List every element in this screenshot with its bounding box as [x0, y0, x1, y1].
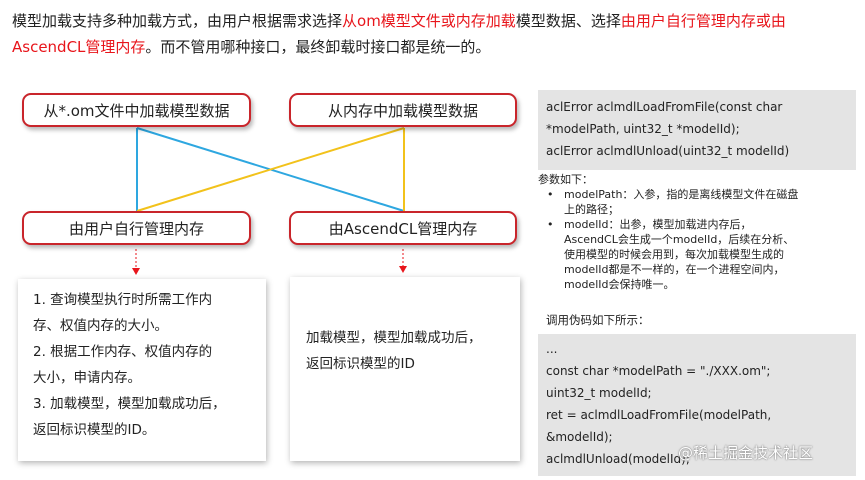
acl-step-line: 加载模型，模型加载成功后， [306, 330, 482, 346]
pseudo-code-line: &modelId); [546, 430, 613, 444]
arrowhead-acl-to-steps [399, 266, 407, 273]
param-line: modelId：出参，模型加载进内存后， [564, 218, 752, 231]
user-step-line: 1. 查询模型执行时所需工作内 [33, 292, 213, 308]
bullet-icon: • [547, 188, 554, 201]
user-step-line: 3. 加载模型，模型加载成功后， [33, 396, 226, 412]
param-line: modelId会保持唯一。 [564, 278, 675, 291]
param-item-modelid: • modelId：出参，模型加载进内存后， AscendCL会生成一个mode… [538, 217, 856, 292]
watermark: @稀土掘金技术社区 [678, 442, 813, 463]
pseudo-code-line: const char *modelPath = "./XXX.om"; [546, 364, 771, 378]
api-signature-block: aclError aclmdlLoadFromFile(const char *… [538, 90, 856, 170]
param-line: modelId都是不一样的，在一个进程空间内， [564, 263, 785, 276]
node-load-from-om-file: 从*.om文件中加载模型数据 [22, 93, 251, 127]
api-code-line: aclError aclmdlUnload(uint32_t modelId) [546, 144, 790, 158]
watermark-text: @稀土掘金技术社区 [678, 444, 814, 462]
parameter-title: 参数如下： [538, 173, 593, 186]
user-step-line: 存、权值内存的大小。 [33, 318, 168, 334]
intro-text: 模型加载支持多种加载方式，由用户根据需求选择从om模型文件或内存加载模型数据、选… [12, 8, 812, 60]
api-code-line: aclError aclmdlLoadFromFile(const char [546, 100, 783, 114]
param-line: 使用模型的时候会用到，每次加载模型生成的 [564, 248, 784, 261]
node-acl-managed-memory: 由AscendCL管理内存 [289, 211, 517, 245]
intro-highlight-memory-management: 由用户自行管理内存或由AscendCL管理内存 [12, 12, 786, 56]
arrowhead-user-to-steps [132, 268, 140, 275]
param-line: AscendCL会生成一个modelId，后续在分析、 [564, 233, 795, 246]
intro-part-3: 。而不管用哪种接口，最终卸载时接口都是统一的。 [145, 38, 491, 56]
user-step-line: 返回标识模型的ID。 [33, 422, 156, 438]
param-item-modelpath: • modelPath：入参，指的是离线模型文件在磁盘 上的路径； [538, 187, 856, 217]
bullet-icon: • [547, 218, 554, 231]
node-user-managed-memory: 由用户自行管理内存 [22, 211, 251, 245]
intro-highlight-load-source: 从om模型文件或内存加载 [342, 12, 516, 30]
node-acl-managed-memory-label: 由AscendCL管理内存 [328, 219, 478, 238]
intro-part-1: 模型加载支持多种加载方式，由用户根据需求选择 [12, 12, 343, 30]
user-step-line: 2. 根据工作内存、权值内存的 [33, 344, 213, 360]
node-load-from-memory: 从内存中加载模型数据 [289, 93, 517, 127]
pseudo-code-line: ret = aclmdlLoadFromFile(modelPath, [546, 408, 772, 422]
parameter-description: 参数如下： • modelPath：入参，指的是离线模型文件在磁盘 上的路径； … [538, 172, 856, 292]
pseudo-code-line: uint32_t modelId; [546, 386, 652, 400]
pseudo-code-label: 调用伪码如下所示： [546, 313, 650, 327]
intro-part-2: 模型数据、选择 [515, 12, 621, 30]
param-line: 上的路径； [564, 203, 619, 216]
connector-memory-to-user [136, 127, 405, 212]
card-user-managed-steps: 1. 查询模型执行时所需工作内 存、权值内存的大小。 2. 根据工作内存、权值内… [18, 279, 266, 461]
node-user-managed-memory-label: 由用户自行管理内存 [68, 219, 204, 238]
node-load-from-om-file-label: 从*.om文件中加载模型数据 [43, 101, 230, 120]
api-code-line: *modelPath, uint32_t *modelId); [546, 122, 740, 136]
node-load-from-memory-label: 从内存中加载模型数据 [327, 101, 478, 120]
pseudo-code-line: aclmdlUnload(modelId); [546, 452, 690, 466]
pseudo-code-line: ... [546, 342, 558, 356]
card-acl-managed-steps: 加载模型，模型加载成功后， 返回标识模型的ID [290, 277, 520, 461]
acl-step-line: 返回标识模型的ID [306, 356, 415, 372]
pseudo-code-block: ... const char *modelPath = "./XXX.om"; … [538, 334, 856, 476]
param-line: modelPath：入参，指的是离线模型文件在磁盘 [564, 188, 799, 201]
user-step-line: 大小，申请内存。 [33, 370, 141, 386]
